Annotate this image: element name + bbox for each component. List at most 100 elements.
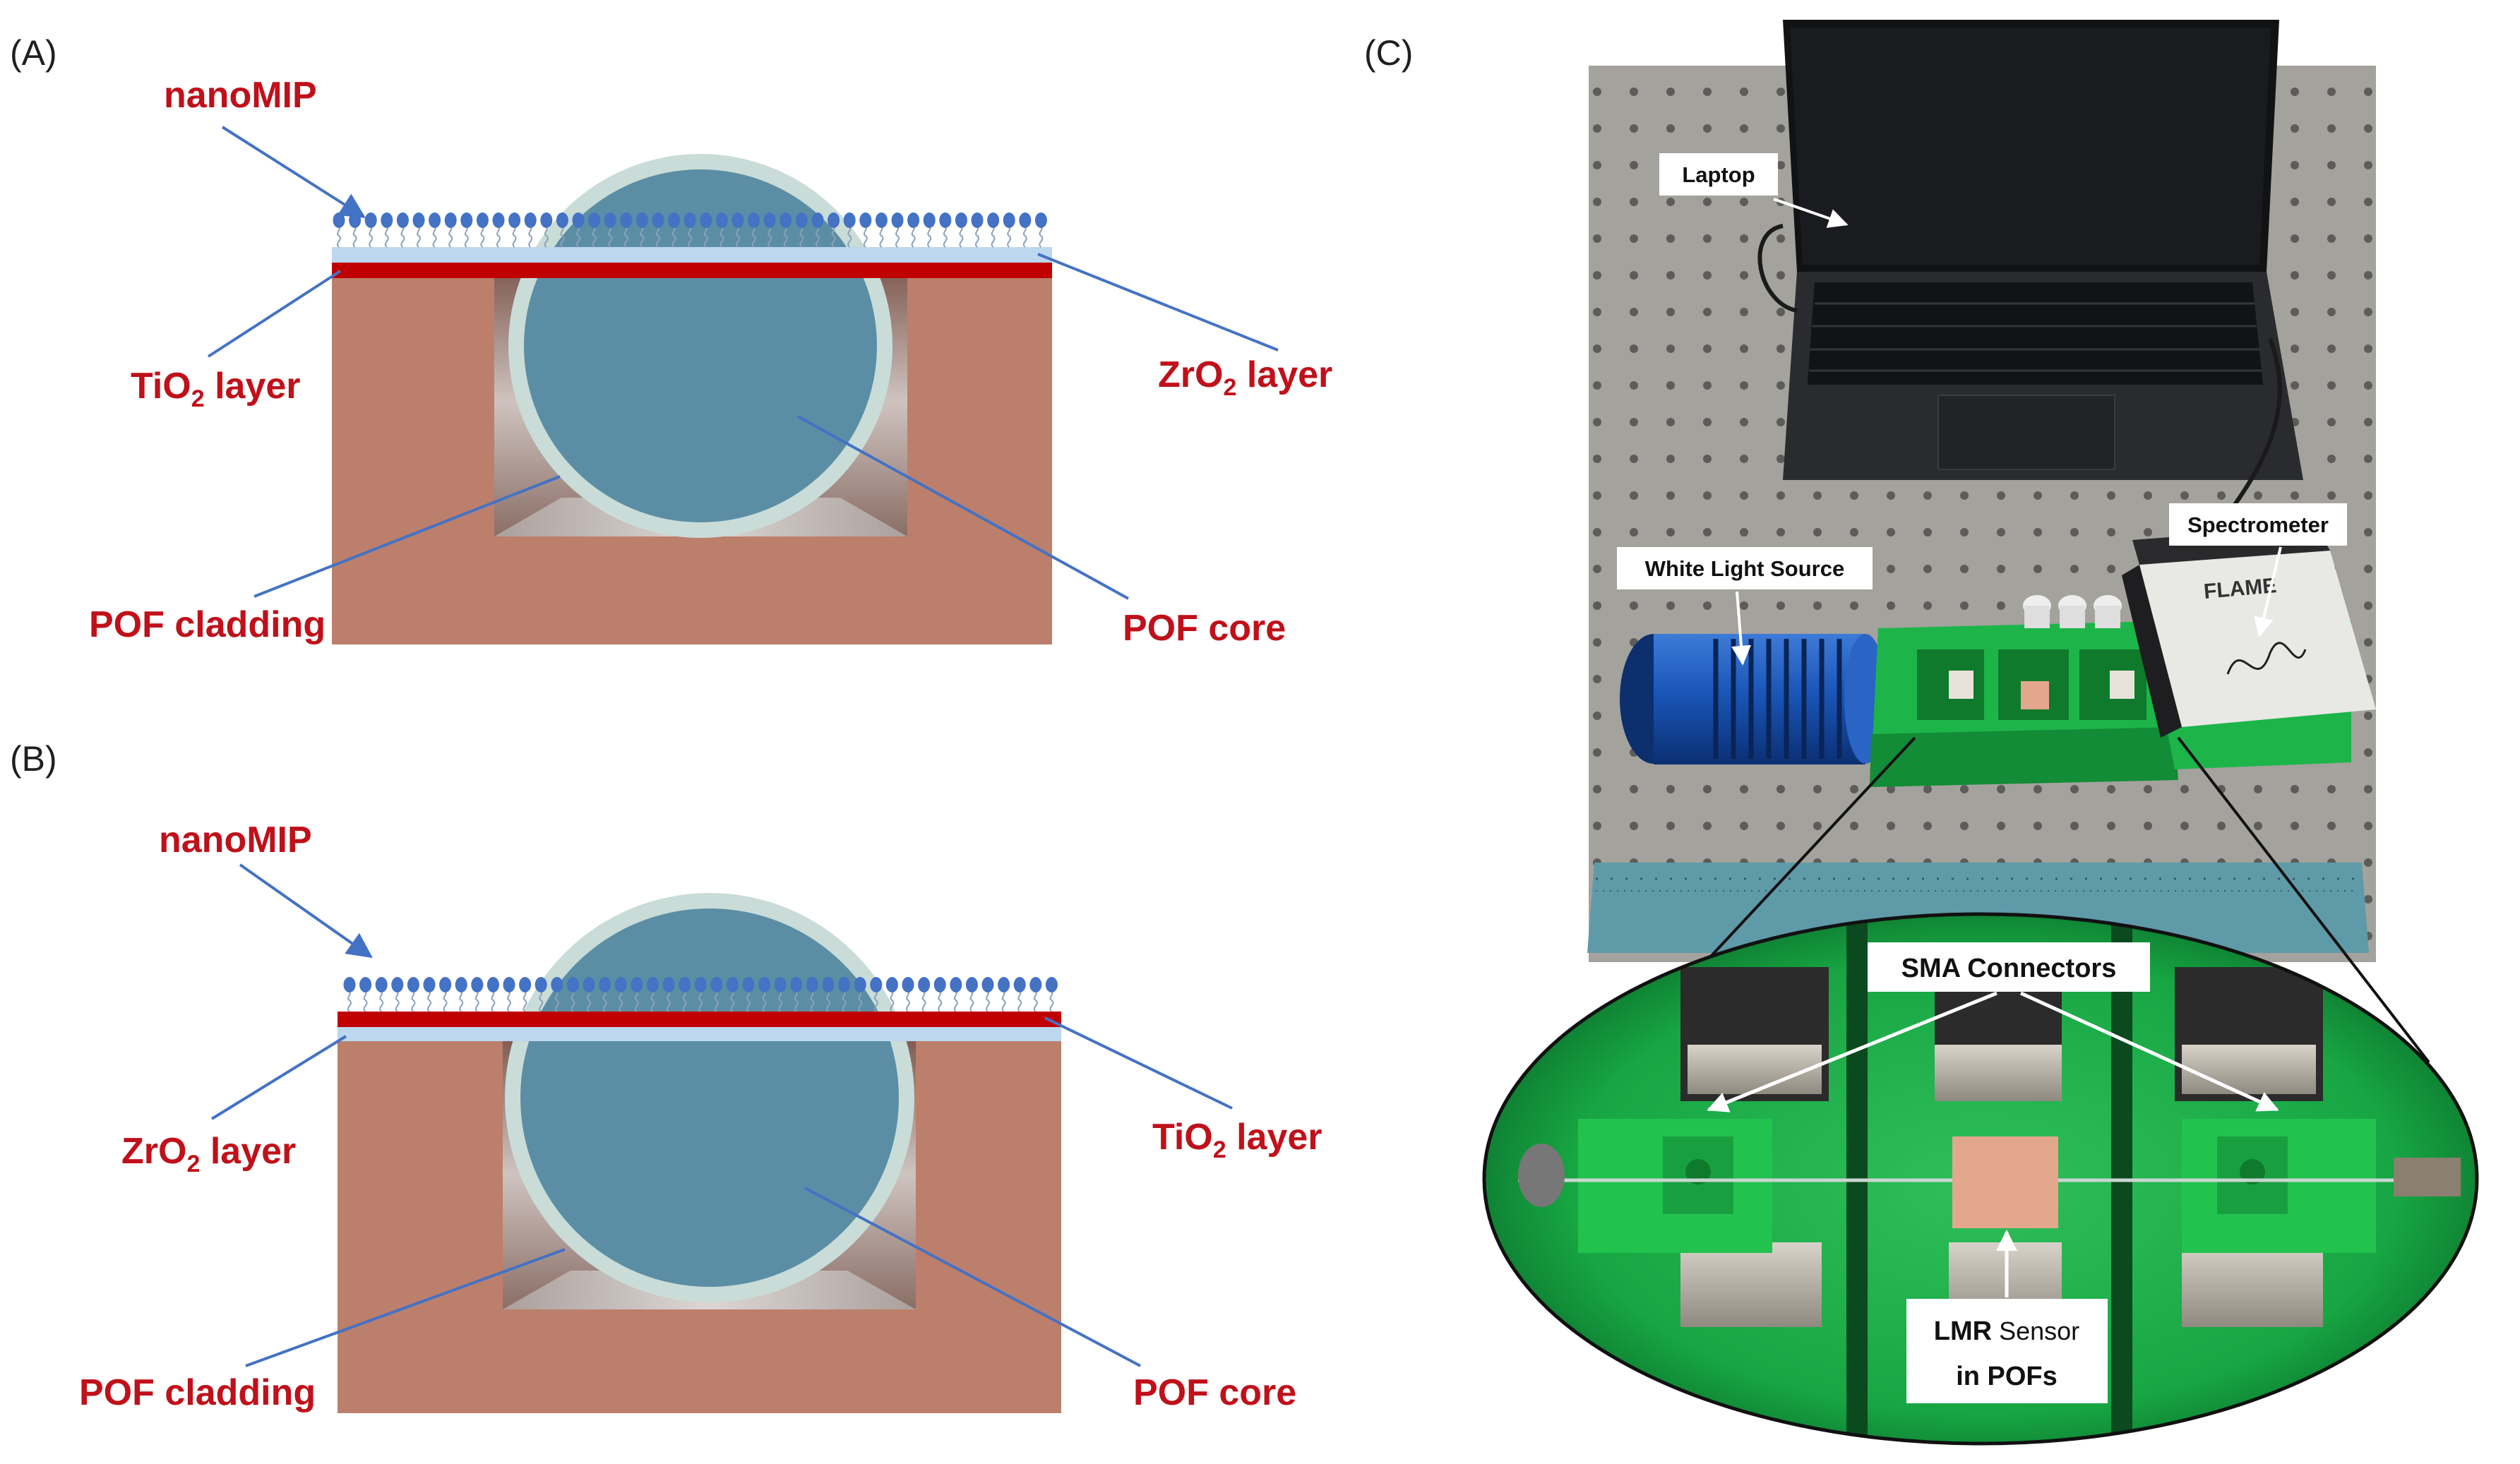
nanomip-stem <box>443 991 448 1012</box>
nanomip-stem <box>671 227 676 248</box>
nanomip-stem <box>1049 991 1054 1012</box>
nanomip-stem <box>480 227 485 248</box>
nanomip-stem <box>619 991 623 1012</box>
nanomip-stem <box>347 991 352 1012</box>
nanomip-molecule <box>998 977 1010 992</box>
panel-a-core-line <box>797 415 1129 600</box>
nanomip-stem <box>778 991 783 1012</box>
laptop-trackpad <box>1937 395 2115 470</box>
nanomip-molecule <box>646 977 659 992</box>
callout-sma-connectors: SMA Connectors <box>1707 942 2279 1112</box>
nanomip-molecule <box>471 977 484 992</box>
nanomip-molecule <box>939 212 952 228</box>
nanomip-stem <box>587 991 591 1012</box>
nanomip-stem <box>736 227 740 248</box>
panel-a-cladding-line <box>253 475 561 598</box>
nanomip-stem <box>623 227 628 248</box>
nanomip-molecule <box>700 212 712 228</box>
nanomip-molecule <box>439 977 452 992</box>
nanomip-stem <box>432 227 437 248</box>
nanomip-stem <box>464 227 469 248</box>
panel-a-right-layer-line <box>1037 253 1279 352</box>
nanomip-stem <box>969 991 974 1012</box>
nanomip-molecule <box>556 212 568 228</box>
panel-b-cladding-label: POF cladding <box>79 1372 316 1413</box>
nanomip-molecule <box>662 977 675 992</box>
nanomip-stem <box>544 227 549 248</box>
nanomip-molecule <box>828 212 840 228</box>
nanomip-stem <box>667 991 671 1012</box>
nanomip-stem <box>762 991 767 1012</box>
panel-b-right-layer-line <box>1044 1016 1233 1110</box>
nanomip-stem <box>379 991 384 1012</box>
panel-b-cladding-line <box>245 1248 566 1367</box>
zoom-line-right <box>2177 736 2430 1064</box>
nanomip-molecule <box>343 977 356 992</box>
panel-a-left-layer-label: TiO2 layer <box>131 366 301 412</box>
nanomip-molecule <box>391 977 404 992</box>
nanomip-stem <box>688 227 693 248</box>
nanomip-stem <box>751 227 756 248</box>
nanomip-stem <box>640 227 645 248</box>
nanomip-stem <box>411 991 416 1012</box>
nanomip-molecule <box>902 977 914 992</box>
nanomip-molecule <box>476 212 489 228</box>
nanomip-stem <box>975 227 979 248</box>
nanomip-molecule <box>460 212 473 228</box>
ruler <box>1587 863 2369 953</box>
nanomip-molecule <box>694 977 707 992</box>
nanomip-molecule <box>838 977 851 992</box>
nanomip-molecule <box>631 977 643 992</box>
nanomip-molecule <box>806 977 818 992</box>
nanomip-molecule <box>583 977 595 992</box>
nanomip-stem <box>938 991 943 1012</box>
laptop-keyboard <box>1808 282 2263 385</box>
nanomip-stem <box>986 991 990 1012</box>
nanomip-molecule <box>396 212 409 228</box>
nanomip-stem <box>539 991 544 1012</box>
nanomip-stem <box>831 227 836 248</box>
panel-b-nanomip-label: nanoMIP <box>159 820 312 860</box>
nanomip-stem <box>943 227 948 248</box>
nanomip-stem <box>1017 991 1022 1012</box>
nanomip-molecule <box>620 212 633 228</box>
panel-b-nanomip-arrow <box>239 863 373 959</box>
nanomip-molecule <box>715 212 728 228</box>
nanomip-stem <box>895 227 900 248</box>
nanomip-stem <box>826 991 830 1012</box>
nanomip-stem <box>799 227 804 248</box>
panel-a-right-layer-label: ZrO2 layer <box>1158 354 1332 401</box>
nanomip-molecule <box>742 977 755 992</box>
nanomip-molecule <box>1013 977 1026 992</box>
panel-b-core-line <box>804 1187 1141 1367</box>
nanomip-stem <box>395 991 400 1012</box>
nanomip-stem <box>576 227 580 248</box>
panel-b-nanomip-row <box>343 977 1058 1012</box>
nanomip-stem <box>921 991 926 1012</box>
callout-laptop: Laptop <box>1659 153 1849 228</box>
nanomip-stem <box>959 227 964 248</box>
nanomip-molecule <box>1029 977 1042 992</box>
nanomip-molecule <box>429 212 441 228</box>
nanomip-molecule <box>1019 212 1032 228</box>
nanomip-stem <box>656 227 660 248</box>
panel-a-tio2-layer <box>332 263 1052 278</box>
nanomip-stem <box>816 227 820 248</box>
nanomip-molecule <box>987 212 1000 228</box>
panel-b-left-layer-label: ZrO2 layer <box>121 1131 296 1177</box>
nanomip-stem <box>634 991 639 1012</box>
panel-a-nanomip-label: nanoMIP <box>164 75 317 116</box>
nanomip-molecule <box>444 212 457 228</box>
panel-a: (A) nanoMIP TiO2 layer ZrO2 layer POF cl… <box>10 33 1332 649</box>
nanomip-molecule <box>599 977 611 992</box>
nanomip-molecule <box>933 977 946 992</box>
nanomip-molecule <box>519 977 532 992</box>
panel-a-label: (A) <box>10 33 57 73</box>
nanomip-stem <box>810 991 815 1012</box>
nanomip-stem <box>608 227 613 248</box>
nanomip-stem <box>491 991 496 1012</box>
nanomip-stem <box>768 227 772 248</box>
nanomip-stem <box>474 991 479 1012</box>
nanomip-molecule <box>795 212 808 228</box>
lmr-sensor <box>1952 1136 2058 1228</box>
